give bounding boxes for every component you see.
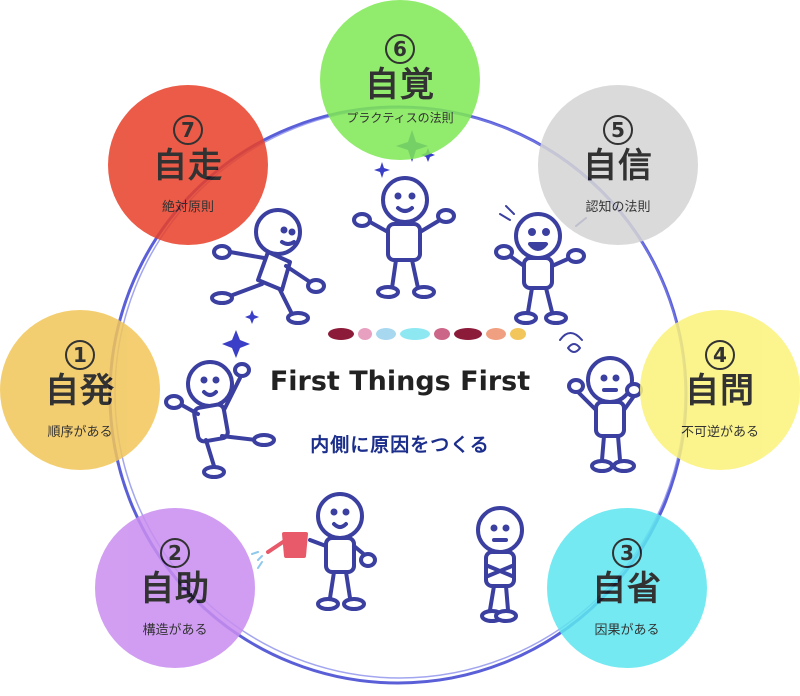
figure-surprised xyxy=(494,205,587,325)
center-subtitle: 内側に原因をつくる xyxy=(310,434,490,456)
color-dot xyxy=(486,328,506,340)
node-7-jisou: 7 自走 絶対原則 xyxy=(108,85,268,245)
node-2-title: 自助 xyxy=(140,568,210,609)
watering-can xyxy=(251,532,308,569)
node-6-number: 6 xyxy=(385,33,415,64)
figure-jumping xyxy=(164,360,276,479)
node-1-number: 1 xyxy=(65,339,95,370)
node-1-jihatsu: 1 自発 順序がある xyxy=(0,310,160,470)
color-dot xyxy=(376,328,396,340)
node-3-subtitle: 因果がある xyxy=(594,623,660,639)
node-1-title: 自発 xyxy=(45,370,115,411)
node-3-title: 自省 xyxy=(592,568,662,609)
color-dot xyxy=(454,328,482,340)
figure-arms-crossed xyxy=(476,506,524,623)
color-dot xyxy=(434,328,450,340)
node-4-subtitle: 不可逆がある xyxy=(680,425,759,441)
node-5-jishin: 5 自信 認知の法則 xyxy=(538,85,698,245)
node-6-jikaku: 6 自覚 プラクティスの法則 xyxy=(320,0,480,160)
node-6-title: 自覚 xyxy=(365,64,435,105)
node-7-title: 自走 xyxy=(153,145,223,186)
node-5-subtitle: 認知の法則 xyxy=(585,200,651,216)
node-4-jimon: 4 自問 不可逆がある xyxy=(640,310,800,470)
node-3-number: 3 xyxy=(612,537,642,568)
node-7-number: 7 xyxy=(173,114,203,145)
node-5-number: 5 xyxy=(603,114,633,145)
node-6-subtitle: プラクティスの法則 xyxy=(346,111,454,126)
node-2-jijo: 2 自助 構造がある xyxy=(95,508,255,668)
color-dot xyxy=(358,328,372,340)
color-dot xyxy=(328,328,354,340)
figure-running xyxy=(210,208,326,325)
node-1-subtitle: 順序がある xyxy=(47,425,113,441)
node-2-subtitle: 構造がある xyxy=(142,623,208,639)
center-title: First Things First xyxy=(269,366,531,397)
node-4-number: 4 xyxy=(705,339,735,370)
node-4-title: 自問 xyxy=(685,370,755,411)
color-dot xyxy=(400,328,430,340)
node-7-subtitle: 絶対原則 xyxy=(161,200,214,216)
node-3-jisei: 3 自省 因果がある xyxy=(547,508,707,668)
figure-happy-top xyxy=(352,176,456,299)
figure-watering xyxy=(308,492,377,611)
node-2-number: 2 xyxy=(160,537,190,568)
node-5-title: 自信 xyxy=(583,145,653,186)
color-dot xyxy=(510,328,526,340)
figure-thinking xyxy=(559,332,643,473)
